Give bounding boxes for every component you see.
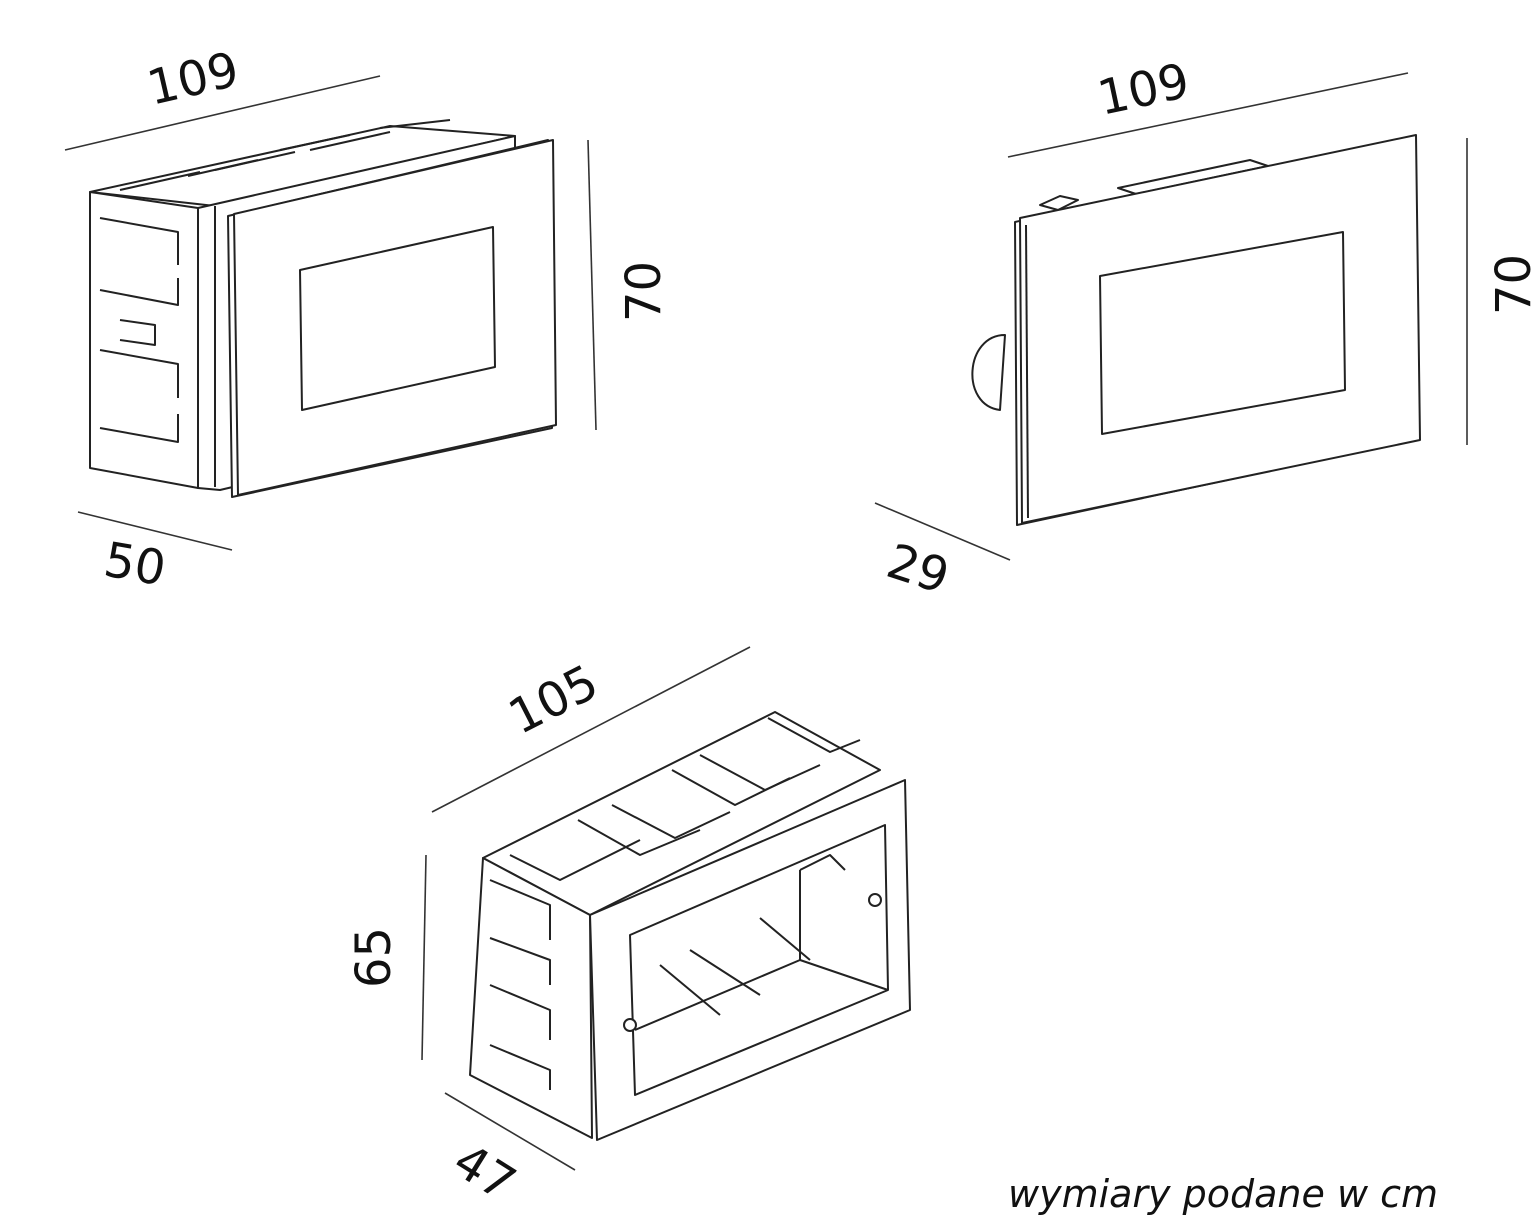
mounting-box-drawing: 105 65 47: [346, 646, 911, 1213]
side-view-drawing: 109 70 29: [874, 53, 1540, 605]
width-label: 109: [1093, 53, 1194, 127]
front-view-drawing: 109 70 50: [64, 42, 672, 598]
depth-dimension-line: [874, 502, 1011, 561]
height-label: 65: [346, 927, 402, 988]
width-dimension-line: [64, 75, 381, 151]
height-label: 70: [1486, 254, 1540, 315]
width-label: 109: [142, 42, 244, 117]
height-label: 70: [616, 261, 672, 322]
width-label: 105: [500, 654, 607, 745]
units-note: wymiary podane w cm: [1008, 1172, 1439, 1216]
light-window: [1099, 231, 1346, 435]
height-dimension-line: [421, 854, 427, 1061]
width-dimension-line: [1007, 72, 1409, 158]
depth-dimension-line: [444, 1092, 576, 1171]
screw-hole: [623, 1018, 637, 1032]
screw-hole: [868, 893, 882, 907]
depth-label: 29: [880, 533, 955, 605]
height-dimension-line: [587, 139, 597, 431]
depth-label: 47: [444, 1133, 525, 1213]
light-window: [299, 226, 496, 411]
depth-dimension-line: [77, 511, 233, 551]
depth-label: 50: [100, 532, 170, 598]
width-dimension-line: [431, 646, 751, 813]
